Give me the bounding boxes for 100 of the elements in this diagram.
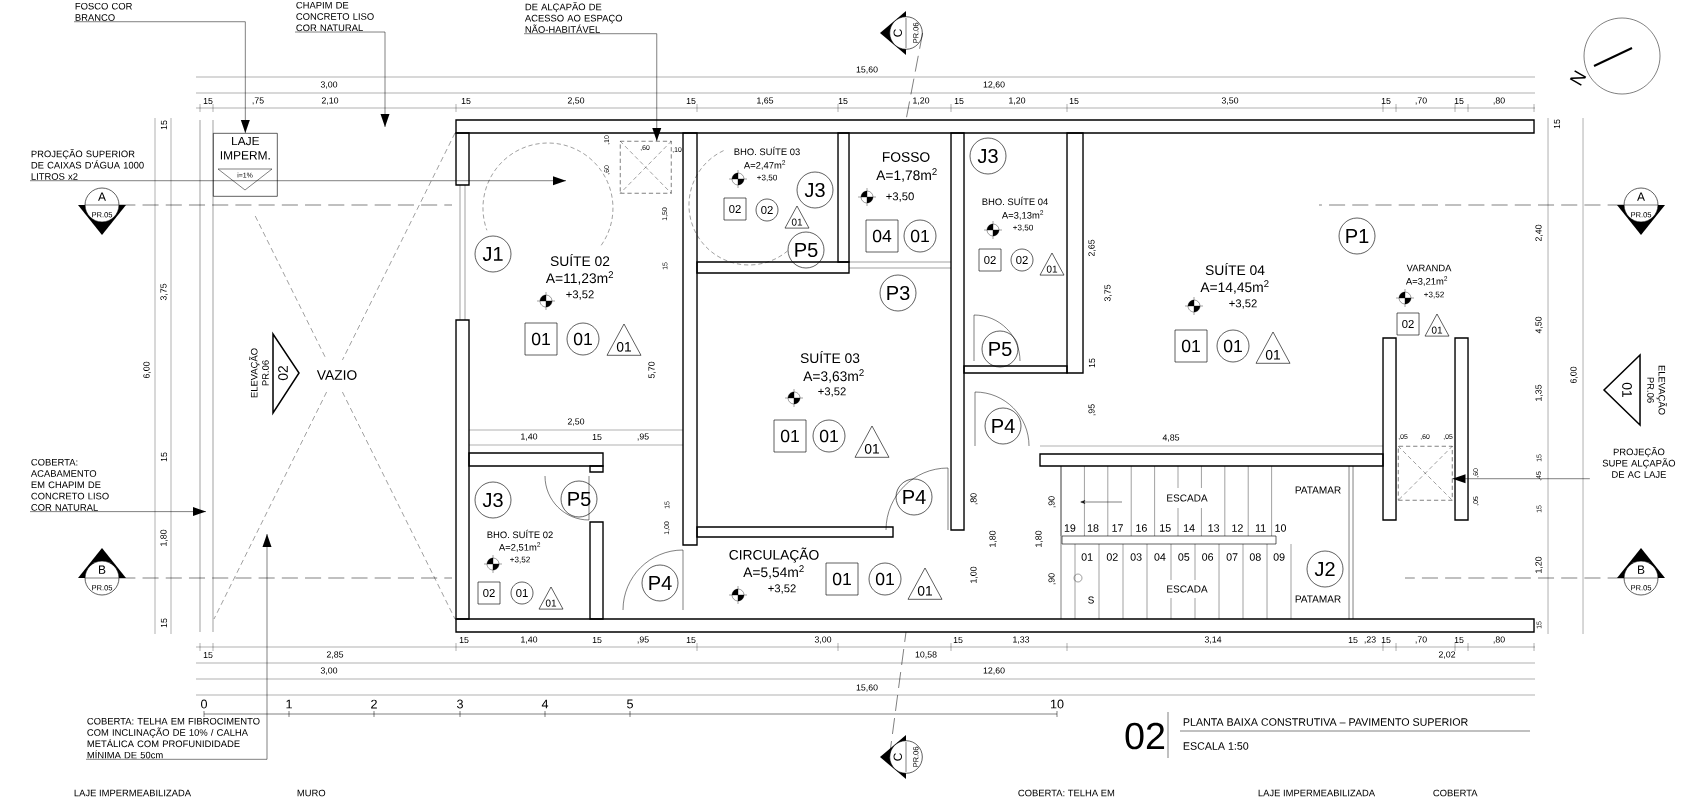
dimension-label: 4,85 [1162, 434, 1180, 442]
circle-tag: 01 [510, 581, 534, 605]
dimension-label: 15,60 [856, 684, 878, 692]
dimension-label: ,90 [1048, 573, 1056, 585]
drawing-title: PLANTA BAIXA CONSTRUTIVA – PAVIMENTO SUPERIOR [1183, 718, 1468, 726]
dimension-label: 15 [838, 97, 848, 105]
circle-tag: 02 [755, 198, 779, 222]
opening-tag: P5 [787, 231, 825, 269]
stair-label: PATAMAR [1295, 486, 1341, 494]
dimension-label: 2,50 [567, 97, 585, 105]
area-label: A=3,63m$^{2}$ [803, 369, 864, 383]
room-name: BHO. SUÍTE 02 [487, 529, 553, 539]
opening-tag: P4 [984, 407, 1022, 445]
level-label: +3,52 [818, 387, 846, 397]
dimension-label: 15 [954, 97, 964, 105]
dimension-label: ,95 [637, 636, 649, 644]
step-number: 01 [1081, 553, 1093, 561]
note-text: MURO [297, 789, 326, 797]
note-text: DE ALÇAPÃO DE ACESSO AO ESPAÇO NÃO-HABITÁVEL [524, 1, 623, 33]
opening-tag: P4 [895, 478, 933, 516]
dimension-label: 1,80 [160, 529, 168, 546]
dimension-label: 15 [1381, 97, 1391, 105]
dimension-label: 15 [160, 618, 168, 628]
room-name: SUÍTE 04 [1205, 262, 1265, 276]
note-text: PROJEÇÃO SUPERIOR DE CAIXAS D'ÁGUA 1000 LITROS x2 [31, 148, 144, 180]
leader-line [1452, 474, 1591, 484]
room-name: FOSSO [883, 152, 930, 162]
area-label: A=2,47m$^{2}$ [743, 160, 786, 170]
area-label: A=3,13m$^{2}$ [1001, 210, 1044, 220]
dimension-label: 6,00 [143, 361, 151, 379]
dimension-label: 3,00 [320, 667, 338, 675]
step-number: 16 [1136, 524, 1147, 532]
circle-tag: 01 [868, 562, 902, 596]
dimension-label: 15 [203, 651, 213, 659]
leader-line [29, 507, 207, 517]
note-text: FOSCO COR BRANCO [75, 2, 132, 21]
level-label: +3,50 [757, 174, 777, 182]
square-tag: 02 [477, 581, 501, 605]
area-label: A=11,23m$^{2}$ [545, 271, 614, 285]
leader-line [523, 33, 662, 142]
leader-line [85, 533, 272, 760]
room-name: BHO. SUÍTE 03 [734, 146, 800, 156]
dimension-label: 15 [203, 97, 213, 105]
dimension-label: 12,60 [983, 81, 1005, 89]
dimension-label: 15 [1454, 97, 1464, 105]
area-label: A=2,51m$^{2}$ [498, 542, 541, 552]
opening-tag: P3 [879, 274, 917, 312]
step-number: 17 [1112, 524, 1123, 532]
section-line [905, 32, 923, 121]
square-tag: 04 [865, 219, 899, 253]
circle-tag: 02 [1010, 248, 1034, 272]
dimension-label: 15 [953, 636, 963, 644]
note-text: COBERTA: TELHA EM [1018, 789, 1115, 797]
dimension-label: ,80 [1493, 636, 1505, 644]
section-line [1318, 204, 1624, 206]
step-number: 08 [1249, 553, 1261, 561]
dimension-label: ,90 [1048, 496, 1056, 508]
dimension-label: 2,85 [326, 651, 344, 659]
dimension-label: 1,40 [521, 636, 538, 644]
opening-tag: P5 [981, 330, 1019, 368]
scale-number: 10 [1051, 699, 1064, 709]
scale-number: 5 [627, 699, 633, 709]
hatch-symbol [1397, 445, 1453, 501]
level-label: +3,52 [1229, 299, 1257, 309]
opening-tag: J2 [1306, 550, 1344, 588]
dimension-label: 15 [461, 97, 471, 105]
dimension-label: 12,60 [983, 667, 1005, 675]
step-number: 18 [1087, 524, 1099, 532]
square-tag: 02 [723, 197, 747, 221]
dimension-label: 15 [1348, 636, 1358, 644]
triangle-tag: 01 [1039, 252, 1065, 276]
dimension-label: 1,20 [1535, 556, 1543, 573]
dimension-label: ,75 [252, 97, 264, 105]
square-tag: 02 [978, 248, 1002, 272]
triangle-tag: 01 [606, 323, 642, 356]
stair-label: ESCADA [1167, 585, 1208, 593]
triangle-tag: 01 [1424, 313, 1450, 337]
north-label: N [1569, 70, 1587, 86]
scale-number: 2 [371, 699, 377, 709]
dimension-label: 1,40 [521, 433, 538, 441]
step-number: 04 [1154, 553, 1166, 561]
dimension-label: 15 [686, 636, 696, 644]
dimension-label: ,80 [1493, 97, 1505, 105]
step-number: 14 [1184, 524, 1195, 532]
drawing-number: 02 [1125, 722, 1165, 750]
elevation-label: ELEVAÇÃO PR.06 [249, 348, 269, 398]
dimension-label: 4,50 [1535, 316, 1543, 334]
step-number: 12 [1232, 524, 1243, 532]
scale-number: 3 [457, 699, 463, 709]
dimension-label: 3,14 [1204, 636, 1222, 644]
leader-line [294, 31, 390, 128]
dimension-label: 2,02 [1438, 651, 1456, 659]
void-label: VAZIO [316, 370, 357, 380]
area-label: A=14,45m$^{2}$ [1200, 280, 1269, 294]
triangle-tag: 01 [538, 586, 564, 610]
dimension-label: ,70 [1415, 636, 1427, 644]
leader-line [73, 21, 250, 134]
dimension-label: 1,00 [970, 566, 978, 583]
dimension-label: 15 [1553, 119, 1561, 129]
dimension-label: 15 [686, 97, 696, 105]
